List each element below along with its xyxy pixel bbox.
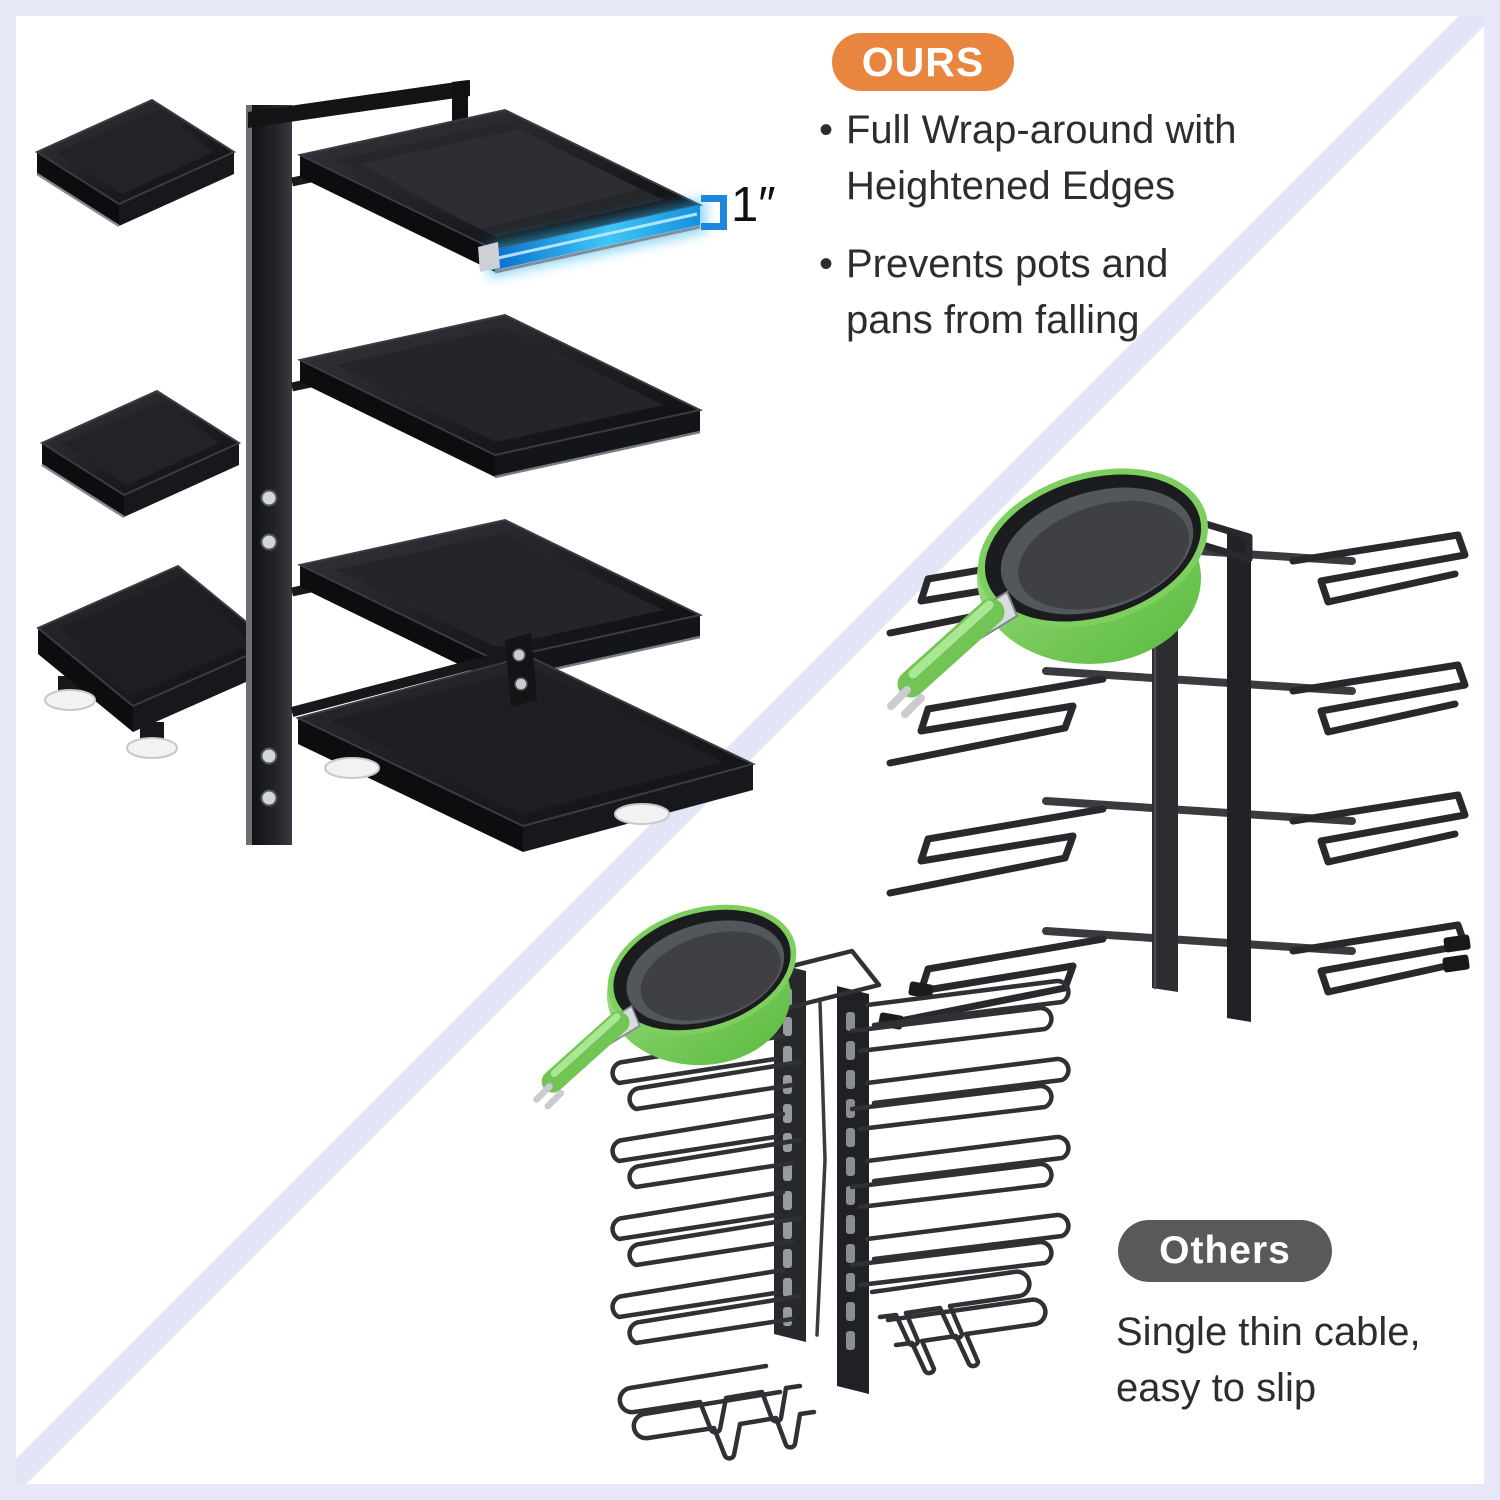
- ours-feature-list: • Full Wrap-around with Heightened Edges…: [819, 102, 1237, 348]
- bullet-dot: •: [819, 242, 834, 286]
- measurement-callout: 1″: [701, 178, 776, 232]
- feature-item: • Full Wrap-around with Heightened Edges: [819, 102, 1237, 214]
- others-caption-line: easy to slip: [1116, 1366, 1317, 1410]
- others-badge: Others: [1118, 1220, 1332, 1282]
- feature-line: pans from falling: [846, 298, 1140, 342]
- ours-badge: OURS: [832, 33, 1014, 91]
- bullet-dot: •: [819, 108, 834, 152]
- measurement-value: 1″: [731, 178, 776, 232]
- measurement-bracket-icon: [701, 195, 727, 230]
- others-caption: Single thin cable, easy to slip: [1116, 1304, 1421, 1416]
- ours-shelf-rack-photo: [34, 80, 756, 852]
- feature-item: • Prevents pots and pans from falling: [819, 236, 1237, 348]
- others-caption-line: Single thin cable,: [1116, 1310, 1421, 1354]
- feature-line: Prevents pots and: [846, 242, 1169, 286]
- feature-line: Full Wrap-around with: [846, 108, 1237, 152]
- feature-line: Heightened Edges: [846, 164, 1176, 208]
